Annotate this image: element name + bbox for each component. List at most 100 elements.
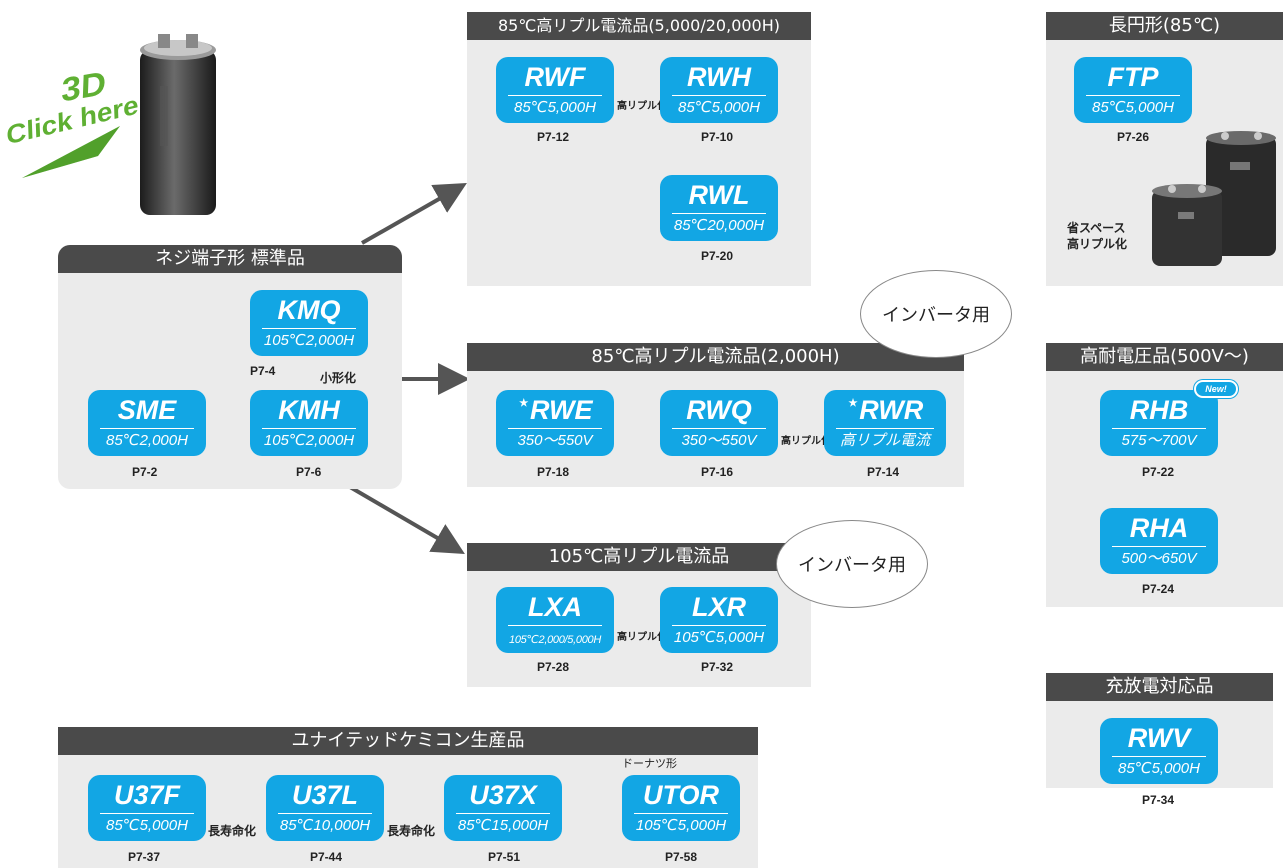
- card-rwq[interactable]: RWQ 350〜550V: [660, 390, 778, 456]
- card-name: ⋆RWE: [496, 392, 614, 426]
- card-kmq[interactable]: KMQ 105℃2,000H: [250, 290, 368, 356]
- card-spec: 350〜550V: [517, 432, 593, 449]
- page-ref-ftp: P7-26: [1117, 130, 1150, 144]
- card-name: LXR: [692, 592, 746, 622]
- page-ref-u37f: P7-37: [128, 850, 161, 864]
- divider: [262, 428, 356, 429]
- card-spec: 85℃2,000H: [106, 432, 188, 449]
- card-rwv[interactable]: RWV 85℃5,000H: [1100, 718, 1218, 784]
- card-spec: 85℃5,000H: [106, 817, 188, 834]
- divider: [100, 428, 194, 429]
- divider: [1086, 95, 1180, 96]
- card-lxr[interactable]: LXR 105℃5,000H: [660, 587, 778, 653]
- card-spec: 350〜550V: [681, 432, 757, 449]
- ripple85-2000-title: 85℃高リプル電流品(2,000H): [467, 343, 964, 371]
- oval-title: 長円形(85℃): [1046, 12, 1283, 40]
- card-name: U37X: [469, 780, 537, 810]
- oval-capacitor-image: [1152, 131, 1276, 266]
- star-icon: ⋆: [517, 392, 530, 414]
- card-utor[interactable]: UTOR 105℃5,000H: [622, 775, 740, 841]
- card-spec: 105℃2,000H: [263, 332, 355, 349]
- card-spec: 高リプル電流: [839, 432, 930, 449]
- divider: [508, 95, 602, 96]
- card-name: RWF: [524, 62, 586, 92]
- arrow-label-u37f-u37l: 長寿命化: [208, 824, 257, 838]
- charge-title: 充放電対応品: [1046, 673, 1273, 701]
- standard-title: ネジ端子形 標準品: [58, 245, 402, 273]
- card-name: SME: [117, 395, 177, 425]
- card-name: RWV: [1127, 723, 1191, 753]
- inverter-bubble-1: インバータ用: [860, 270, 1012, 358]
- highvolt-title: 高耐電圧品(500V〜): [1046, 343, 1283, 371]
- ripple85-title: 85℃高リプル電流品(5,000/20,000H): [467, 12, 811, 40]
- donut-shape-label: ドーナツ形: [622, 758, 677, 770]
- card-name: KMQ: [277, 295, 341, 325]
- card-name: RHB: [1129, 395, 1189, 425]
- card-rha[interactable]: RHA 500〜650V: [1100, 508, 1218, 574]
- arrow-to-ripple85: [361, 183, 467, 245]
- card-rhb[interactable]: RHB 575〜700V: [1100, 390, 1218, 456]
- card-spec: 105℃5,000H: [635, 817, 727, 834]
- divider: [836, 428, 934, 429]
- card-name-text: RWE: [530, 395, 593, 425]
- card-spec: 575〜700V: [1121, 432, 1197, 449]
- card-name: LXA: [528, 592, 582, 622]
- card-name: KMH: [278, 395, 340, 425]
- card-rwl[interactable]: RWL 85℃20,000H: [660, 175, 778, 241]
- page-ref-rwf: P7-12: [537, 130, 570, 144]
- card-spec: 105℃2,000/5,000H: [509, 634, 601, 646]
- card-kmh[interactable]: KMH 105℃2,000H: [250, 390, 368, 456]
- card-rwr[interactable]: ⋆RWR 高リプル電流: [824, 390, 946, 456]
- 3d-click-here-link[interactable]: 3D Click here!: [2, 60, 148, 180]
- divider: [1112, 428, 1206, 429]
- divider: [100, 813, 194, 814]
- card-spec: 85℃5,000H: [678, 99, 760, 116]
- card-spec: 500〜650V: [1121, 550, 1197, 567]
- card-spec: 85℃5,000H: [1092, 99, 1174, 116]
- card-name: U37F: [113, 780, 181, 810]
- card-name: FTP: [1107, 62, 1159, 92]
- card-rwh[interactable]: RWH 85℃5,000H: [660, 57, 778, 123]
- oval-caption-line2: 高リプル化: [1067, 237, 1128, 251]
- card-name-text: RWR: [859, 395, 924, 425]
- page-ref-utor: P7-58: [665, 850, 698, 864]
- inverter-bubble-2: インバータ用: [776, 520, 928, 608]
- card-ftp[interactable]: FTP 85℃5,000H: [1074, 57, 1192, 123]
- ripple105-title: 105℃高リプル電流品: [467, 543, 811, 571]
- card-spec: 85℃15,000H: [457, 817, 549, 834]
- card-spec: 85℃20,000H: [673, 217, 765, 234]
- card-u37x[interactable]: U37X 85℃15,000H: [444, 775, 562, 841]
- page-ref-u37x: P7-51: [488, 850, 521, 864]
- divider: [1112, 756, 1206, 757]
- card-rwf[interactable]: RWF 85℃5,000H: [496, 57, 614, 123]
- divider: [262, 328, 356, 329]
- page-ref-u37l: P7-44: [310, 850, 343, 864]
- page-ref-rwe: P7-18: [537, 465, 570, 479]
- card-name: RWQ: [686, 395, 752, 425]
- star-icon: ⋆: [846, 392, 860, 414]
- page-ref-kmh: P7-6: [296, 465, 322, 479]
- page-ref-rwq: P7-16: [701, 465, 734, 479]
- card-name: RWL: [688, 180, 750, 210]
- card-spec: 85℃5,000H: [1118, 760, 1200, 777]
- card-rwe[interactable]: ⋆RWE 350〜550V: [496, 390, 614, 456]
- page-ref-lxr: P7-32: [701, 660, 734, 674]
- promo-swoosh-icon: [22, 126, 120, 178]
- divider: [508, 428, 602, 429]
- card-u37l[interactable]: U37L 85℃10,000H: [266, 775, 384, 841]
- card-name: UTOR: [642, 780, 719, 810]
- united-title: ユナイテッドケミコン生産品: [58, 727, 758, 755]
- arrow-label-u37l-u37x: 長寿命化: [387, 824, 436, 838]
- card-sme[interactable]: SME 85℃2,000H: [88, 390, 206, 456]
- page-ref-rha: P7-24: [1142, 582, 1175, 596]
- page-ref-rhb: P7-22: [1142, 465, 1175, 479]
- divider: [672, 213, 766, 214]
- card-lxa[interactable]: LXA 105℃2,000/5,000H: [496, 587, 614, 653]
- card-u37f[interactable]: U37F 85℃5,000H: [88, 775, 206, 841]
- card-spec: 105℃2,000H: [263, 432, 355, 449]
- card-name: U37L: [291, 780, 359, 810]
- arrow-label-kmh-kmq: 小形化: [320, 371, 357, 385]
- card-name: ⋆RWR: [824, 392, 946, 426]
- page-ref-rwv: P7-34: [1142, 793, 1175, 807]
- divider: [672, 428, 766, 429]
